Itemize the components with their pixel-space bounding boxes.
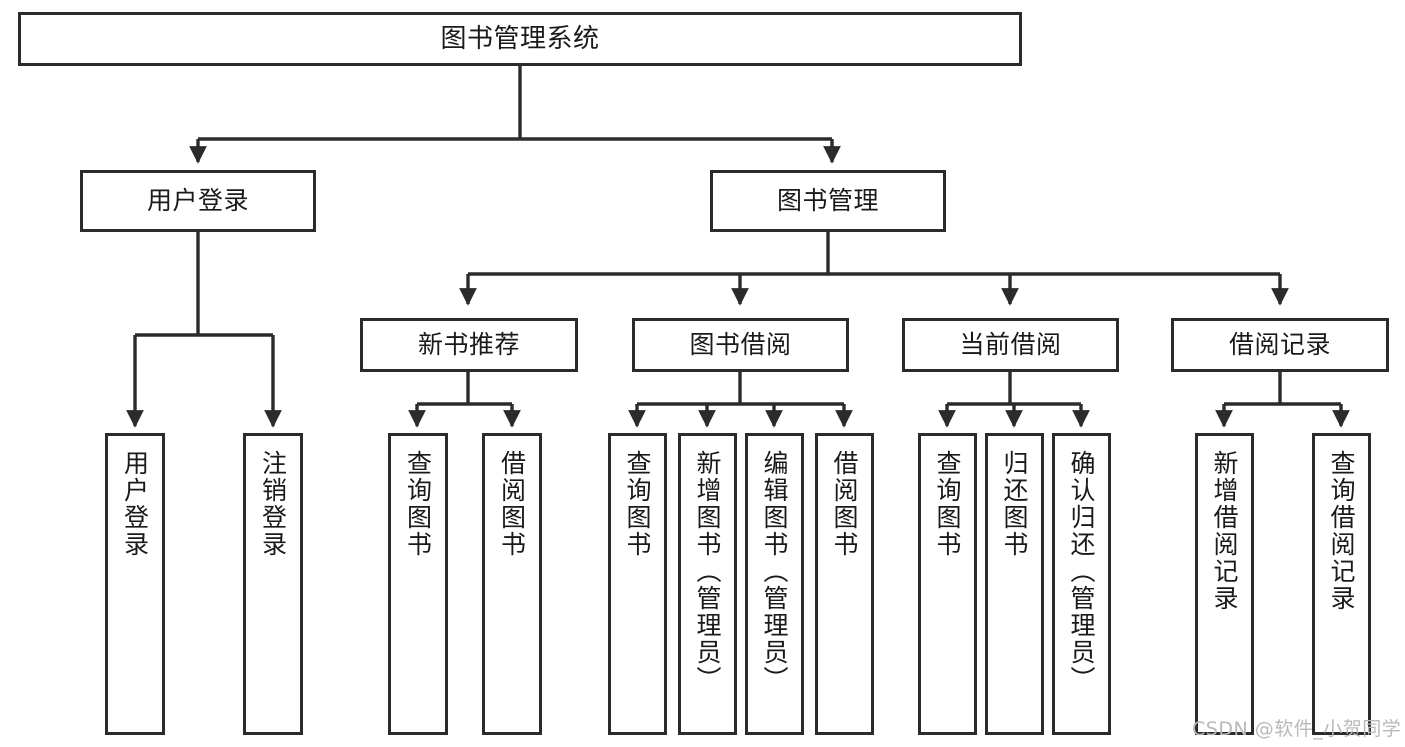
leaf-add-book-admin[interactable]: 新增图书（管理员） — [678, 433, 737, 735]
node-label: 借阅图书 — [497, 450, 527, 558]
node-label: 图书管理系统 — [440, 23, 600, 54]
node-label: 编辑图书（管理员） — [760, 450, 789, 693]
node-label: 归还图书 — [1000, 450, 1029, 558]
leaf-query-book-current[interactable]: 查询图书 — [918, 433, 977, 735]
leaf-borrow-book[interactable]: 借阅图书 — [815, 433, 874, 735]
node-label: 查询图书 — [403, 450, 433, 558]
leaf-query-book-new[interactable]: 查询图书 — [388, 433, 448, 735]
node-book-management[interactable]: 图书管理 — [710, 170, 946, 232]
csdn-watermark: CSDN @软件_小贺同学 — [1192, 718, 1402, 740]
node-label: 查询图书 — [933, 450, 962, 558]
node-root-system[interactable]: 图书管理系统 — [18, 12, 1022, 66]
node-user-login[interactable]: 用户登录 — [80, 170, 316, 232]
node-label: 确认归还（管理员） — [1067, 450, 1096, 693]
node-label: 当前借阅 — [959, 330, 1062, 360]
node-label: 图书管理 — [776, 186, 879, 216]
leaf-return-book[interactable]: 归还图书 — [985, 433, 1044, 735]
node-label: 查询图书 — [623, 450, 652, 558]
node-book-borrow[interactable]: 图书借阅 — [632, 318, 849, 372]
leaf-query-book-borrow[interactable]: 查询图书 — [608, 433, 667, 735]
node-label: 用户登录 — [120, 450, 150, 558]
leaf-confirm-return-admin[interactable]: 确认归还（管理员） — [1052, 433, 1111, 735]
leaf-edit-book-admin[interactable]: 编辑图书（管理员） — [745, 433, 804, 735]
node-label: 图书借阅 — [689, 330, 792, 360]
node-current-borrow[interactable]: 当前借阅 — [902, 318, 1119, 372]
leaf-add-borrow-record[interactable]: 新增借阅记录 — [1195, 433, 1254, 735]
node-label: 新增借阅记录 — [1210, 450, 1239, 612]
leaf-user-login[interactable]: 用户登录 — [105, 433, 165, 735]
node-label: 借阅记录 — [1228, 330, 1331, 360]
node-label: 新书推荐 — [417, 330, 520, 360]
node-label: 新增图书（管理员） — [693, 450, 722, 693]
node-label: 用户登录 — [146, 186, 249, 216]
node-label: 注销登录 — [258, 450, 288, 558]
leaf-borrow-book-new[interactable]: 借阅图书 — [482, 433, 542, 735]
node-borrow-records[interactable]: 借阅记录 — [1171, 318, 1389, 372]
leaf-query-borrow-record[interactable]: 查询借阅记录 — [1312, 433, 1371, 735]
node-label: 借阅图书 — [830, 450, 859, 558]
node-new-book-recommend[interactable]: 新书推荐 — [360, 318, 578, 372]
node-label: 查询借阅记录 — [1327, 450, 1356, 612]
leaf-user-logout[interactable]: 注销登录 — [243, 433, 303, 735]
